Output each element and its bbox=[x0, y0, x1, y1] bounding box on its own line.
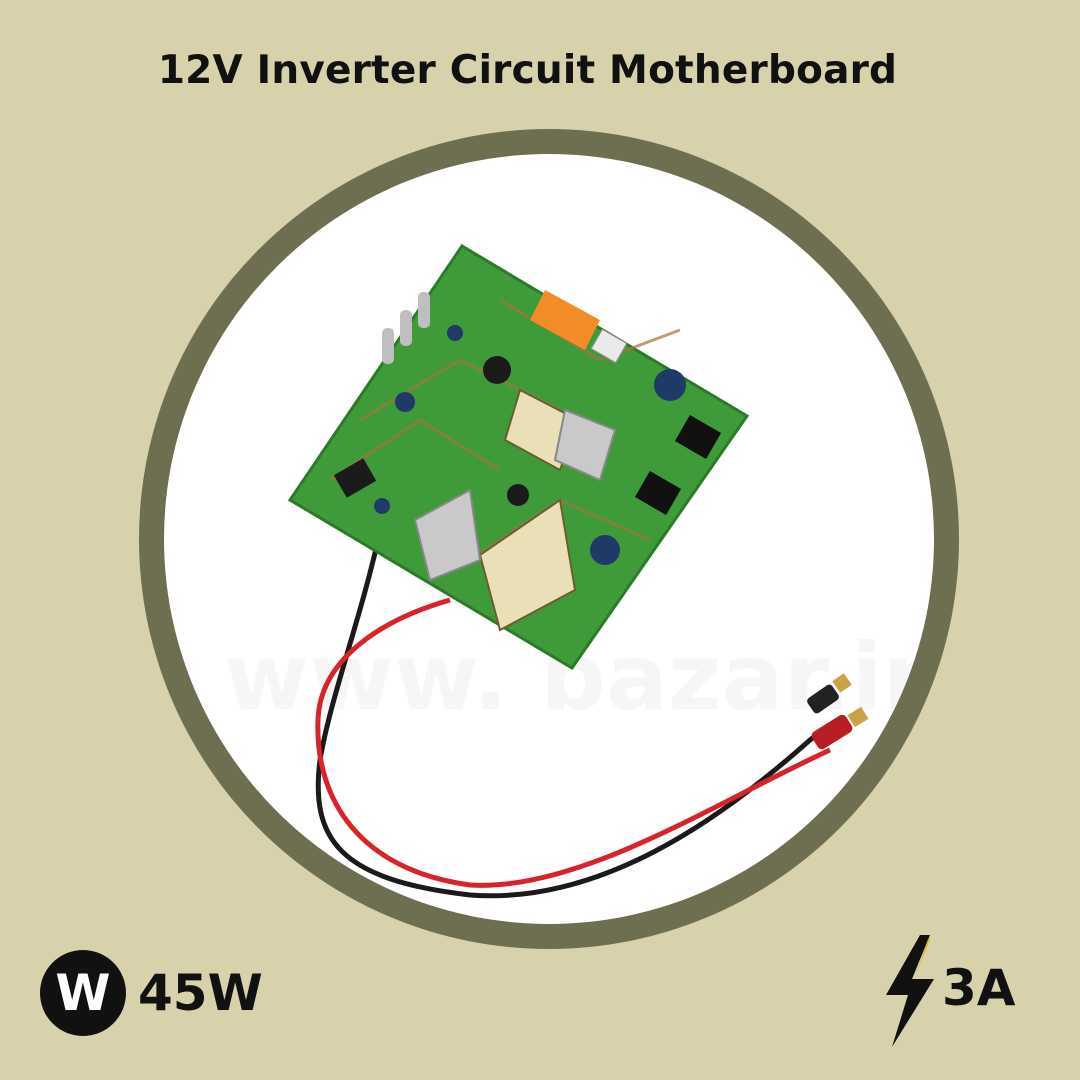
capacitor-3 bbox=[590, 535, 620, 565]
lightning-bolt-icon bbox=[886, 935, 934, 1047]
capacitor-5 bbox=[507, 484, 529, 506]
w-badge-icon: W bbox=[40, 950, 126, 1036]
leds bbox=[382, 292, 430, 364]
power-spec: W 45W bbox=[40, 950, 263, 1036]
capacitor-1 bbox=[483, 356, 511, 384]
wire-connector-black bbox=[807, 673, 852, 714]
wire-connector-red bbox=[811, 706, 869, 750]
dc-jack-2 bbox=[634, 471, 682, 515]
current-value: 3A bbox=[942, 959, 1016, 1017]
power-value: 45W bbox=[138, 964, 263, 1022]
capacitor-4 bbox=[395, 392, 415, 412]
current-spec: 3A bbox=[880, 935, 1016, 1047]
dc-jack-1 bbox=[674, 415, 722, 459]
black-wire bbox=[315, 539, 822, 899]
page-title: 12V Inverter Circuit Motherboard bbox=[157, 48, 898, 93]
relay bbox=[530, 290, 600, 350]
red-wire bbox=[315, 597, 832, 888]
capacitor-2 bbox=[654, 369, 686, 401]
transformer-large bbox=[478, 498, 577, 632]
pcb-board bbox=[290, 246, 747, 668]
heatsink-2 bbox=[413, 488, 482, 582]
heatsink-1 bbox=[553, 408, 617, 482]
ic-chip bbox=[333, 458, 377, 498]
